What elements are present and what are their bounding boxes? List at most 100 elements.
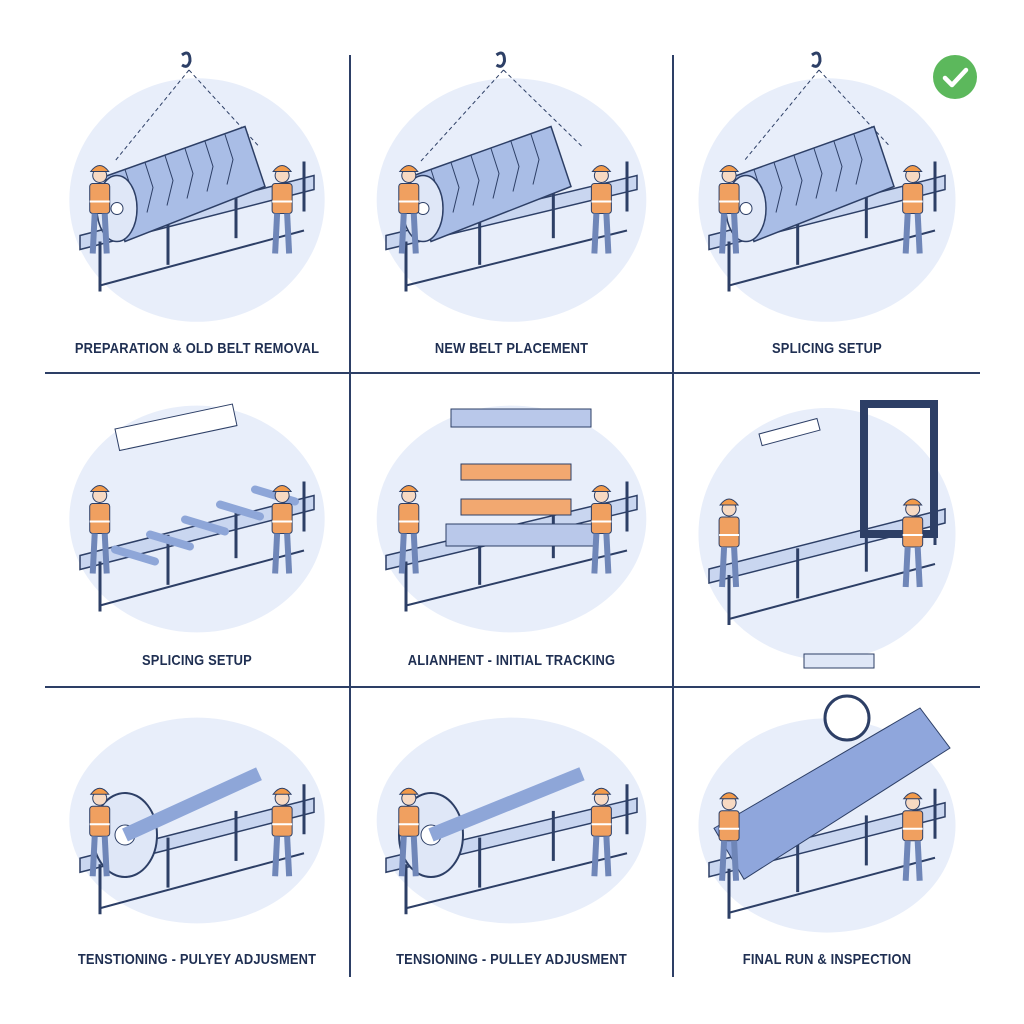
hard-hat-icon [591,165,612,172]
conveyor-roller [216,500,264,521]
worker-leg [284,533,293,574]
hard-hat-icon [398,787,419,795]
conveyor-brace [99,549,305,607]
grid-divider-vertical [349,55,351,977]
step-panel-3: SPLICING SETUP [674,45,980,372]
worker-leg [89,213,98,254]
level-gauge-icon [803,653,875,669]
worker-leg [272,533,281,574]
safety-vest [718,810,740,842]
illustration-splice-press [376,405,647,633]
safety-vest [902,516,924,548]
worker-leg [89,836,98,877]
hard-hat-icon [591,485,612,492]
hard-hat-icon [272,485,293,492]
conveyor-brace [99,852,305,910]
worker-leg [410,213,419,254]
worker-leg [914,546,923,588]
safety-vest [718,516,740,548]
conveyor-brace [99,229,305,287]
belt-tread [204,141,214,192]
illustration-splicing-setup-rollers [69,403,325,633]
step-caption: SPLICING SETUP [772,340,882,357]
ruler-icon [758,417,821,447]
worker-leg [101,836,110,877]
alignment-frame [860,400,938,538]
worker-leg [272,213,281,254]
worker-leg [101,533,110,574]
lifting-cable [818,69,891,147]
safety-vest [271,503,293,534]
hard-hat-icon [398,165,419,172]
step-panel-4: SPLICING SETUP [45,374,349,686]
worker-leg [731,213,740,254]
step-caption: SPLICING SETUP [142,652,252,669]
belt-tread [510,141,520,192]
worker-leg [914,213,923,254]
grid-divider-vertical [672,55,674,977]
belt-tread [813,148,823,199]
illustration-pulley-adjustment [69,717,325,924]
worker-leg [101,213,110,254]
background-blob [698,408,956,660]
hard-hat-icon [272,165,293,172]
hard-hat-icon [89,165,110,172]
heating-platen [460,498,572,516]
hard-hat-icon [89,485,110,492]
pulley-shaft [122,767,262,842]
step-panel-7: TENSTIONING - PULYEY ADJUSMENT [45,688,349,978]
heating-platen [460,463,572,481]
worker-leg [719,840,728,881]
check-circle-icon [933,55,977,99]
splice-template [114,403,238,452]
safety-vest [590,503,612,534]
worker-leg [902,213,911,254]
step-caption: FINAL RUN & INSPECTION [742,951,912,968]
conveyor-roller [146,530,194,551]
worker-leg [731,840,740,881]
illustration-pulley-tensioning [376,717,647,924]
belt-tread [470,155,480,206]
belt-tread [184,148,194,199]
belt-tread [773,162,783,213]
worker-leg [591,836,600,877]
step-panel-2: NEW BELT PLACEMENT [351,45,672,372]
worker-leg [603,836,612,877]
worker-leg [410,533,419,574]
safety-vest [902,183,924,214]
worker-leg [731,546,740,588]
worker-leg [719,546,728,588]
step-panel-6 [674,374,980,686]
worker-leg [603,213,612,254]
worker-leg [591,213,600,254]
belt-tread [833,141,843,192]
safety-vest [590,805,612,837]
conveyor-roller [111,545,159,566]
belt-tread [530,134,540,185]
safety-vest [89,183,111,214]
press-top-beam [450,408,592,428]
background-blob [376,405,647,633]
conveyor-brace [405,852,628,910]
hard-hat-icon [902,498,923,506]
step-panel-5: ALIANHENT - INITIAL TRACKING [351,374,672,686]
hard-hat-icon [591,787,612,795]
belt-tread [490,148,500,199]
step-panel-1: PREPARATION & OLD BELT REMOVAL [45,45,349,372]
step-caption: NEW BELT PLACEMENT [434,340,589,357]
worker-leg [272,836,281,877]
lifting-cable [743,69,820,162]
belt-tread [793,155,803,206]
hard-hat-icon [272,787,293,795]
safety-vest [271,183,293,214]
hard-hat-icon [89,787,110,795]
worker-leg [398,836,407,877]
press-bottom-beam [445,523,597,547]
hard-hat-icon [719,165,740,172]
worker-leg [591,533,600,574]
lifting-cable [114,69,190,162]
belt-tread [164,155,174,206]
roll-core [739,202,753,215]
illustration-splicing-setup [698,51,956,322]
conveyor-brace [728,856,936,914]
